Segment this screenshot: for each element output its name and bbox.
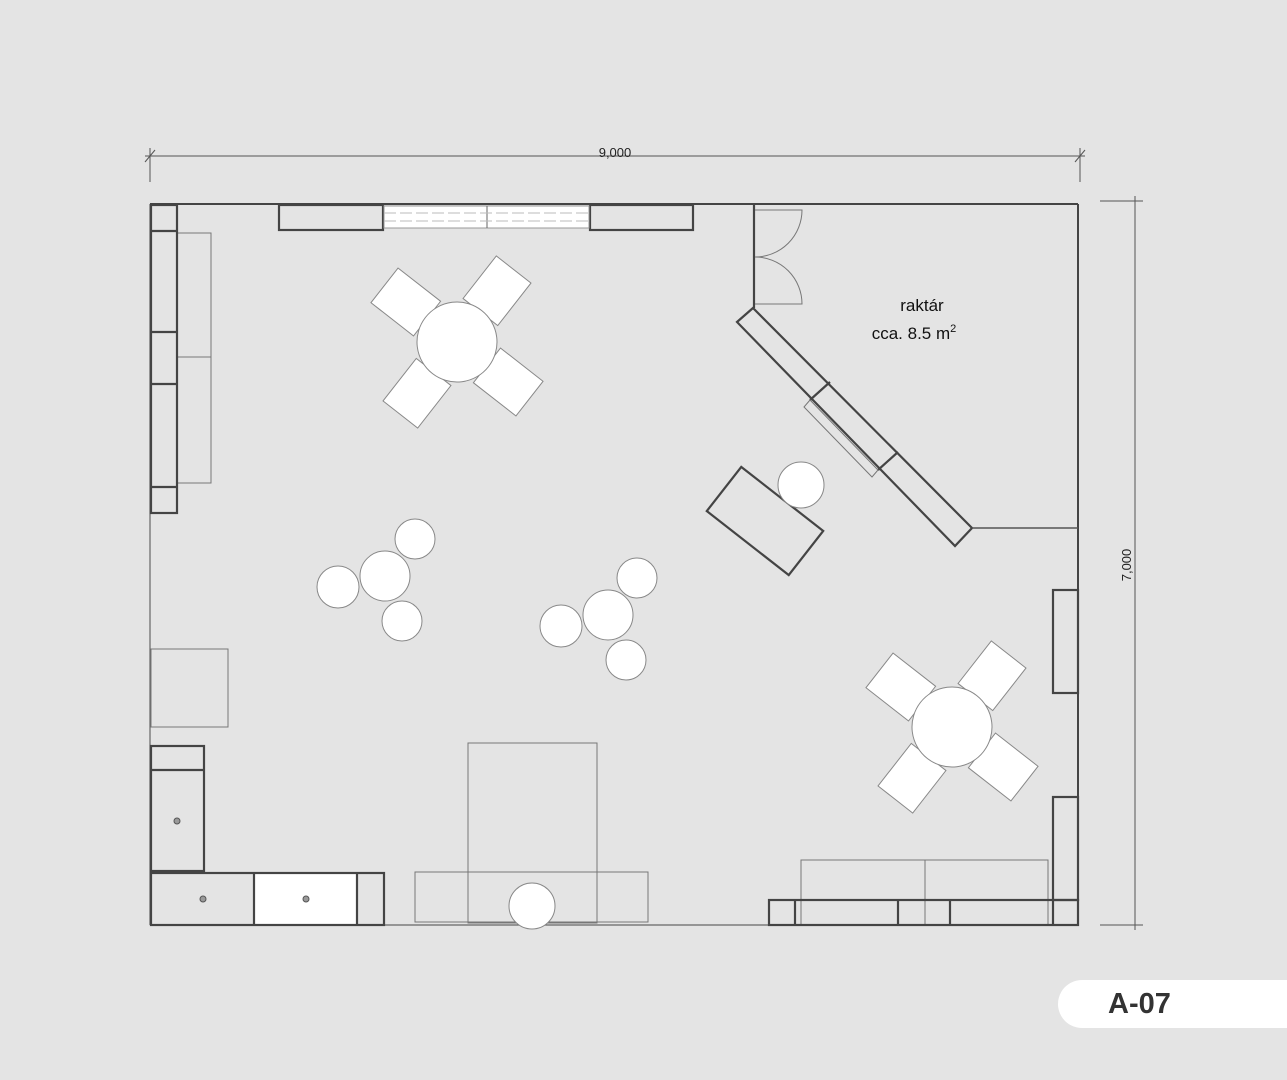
left-shelving [149,203,212,515]
reception-counter [414,742,649,930]
height-dimension [1100,196,1143,930]
dining-table-set-1 [370,255,544,429]
room-name: raktár [900,296,944,315]
pouf-cluster-2 [539,557,658,681]
height-dimension-label: 7,000 [1119,549,1134,582]
desk [705,461,825,577]
storage-room [735,205,1078,548]
sheet-id: A-07 [1108,988,1171,1020]
pouf-cluster-1 [316,518,436,642]
width-dimension-label: 9,000 [599,145,632,160]
bottom-left-cabinets [149,648,386,927]
right-wall-units [767,588,1080,927]
room-area-superscript: 2 [950,323,956,335]
sheet-id-badge: A-07 [1058,980,1287,1028]
width-dimension [144,148,1086,182]
room-area-value: cca. 8.5 m [872,324,950,343]
dining-table-set-2 [865,640,1039,814]
top-wall-units [277,203,695,232]
room-area: cca. 8.5 m2 [872,323,957,343]
